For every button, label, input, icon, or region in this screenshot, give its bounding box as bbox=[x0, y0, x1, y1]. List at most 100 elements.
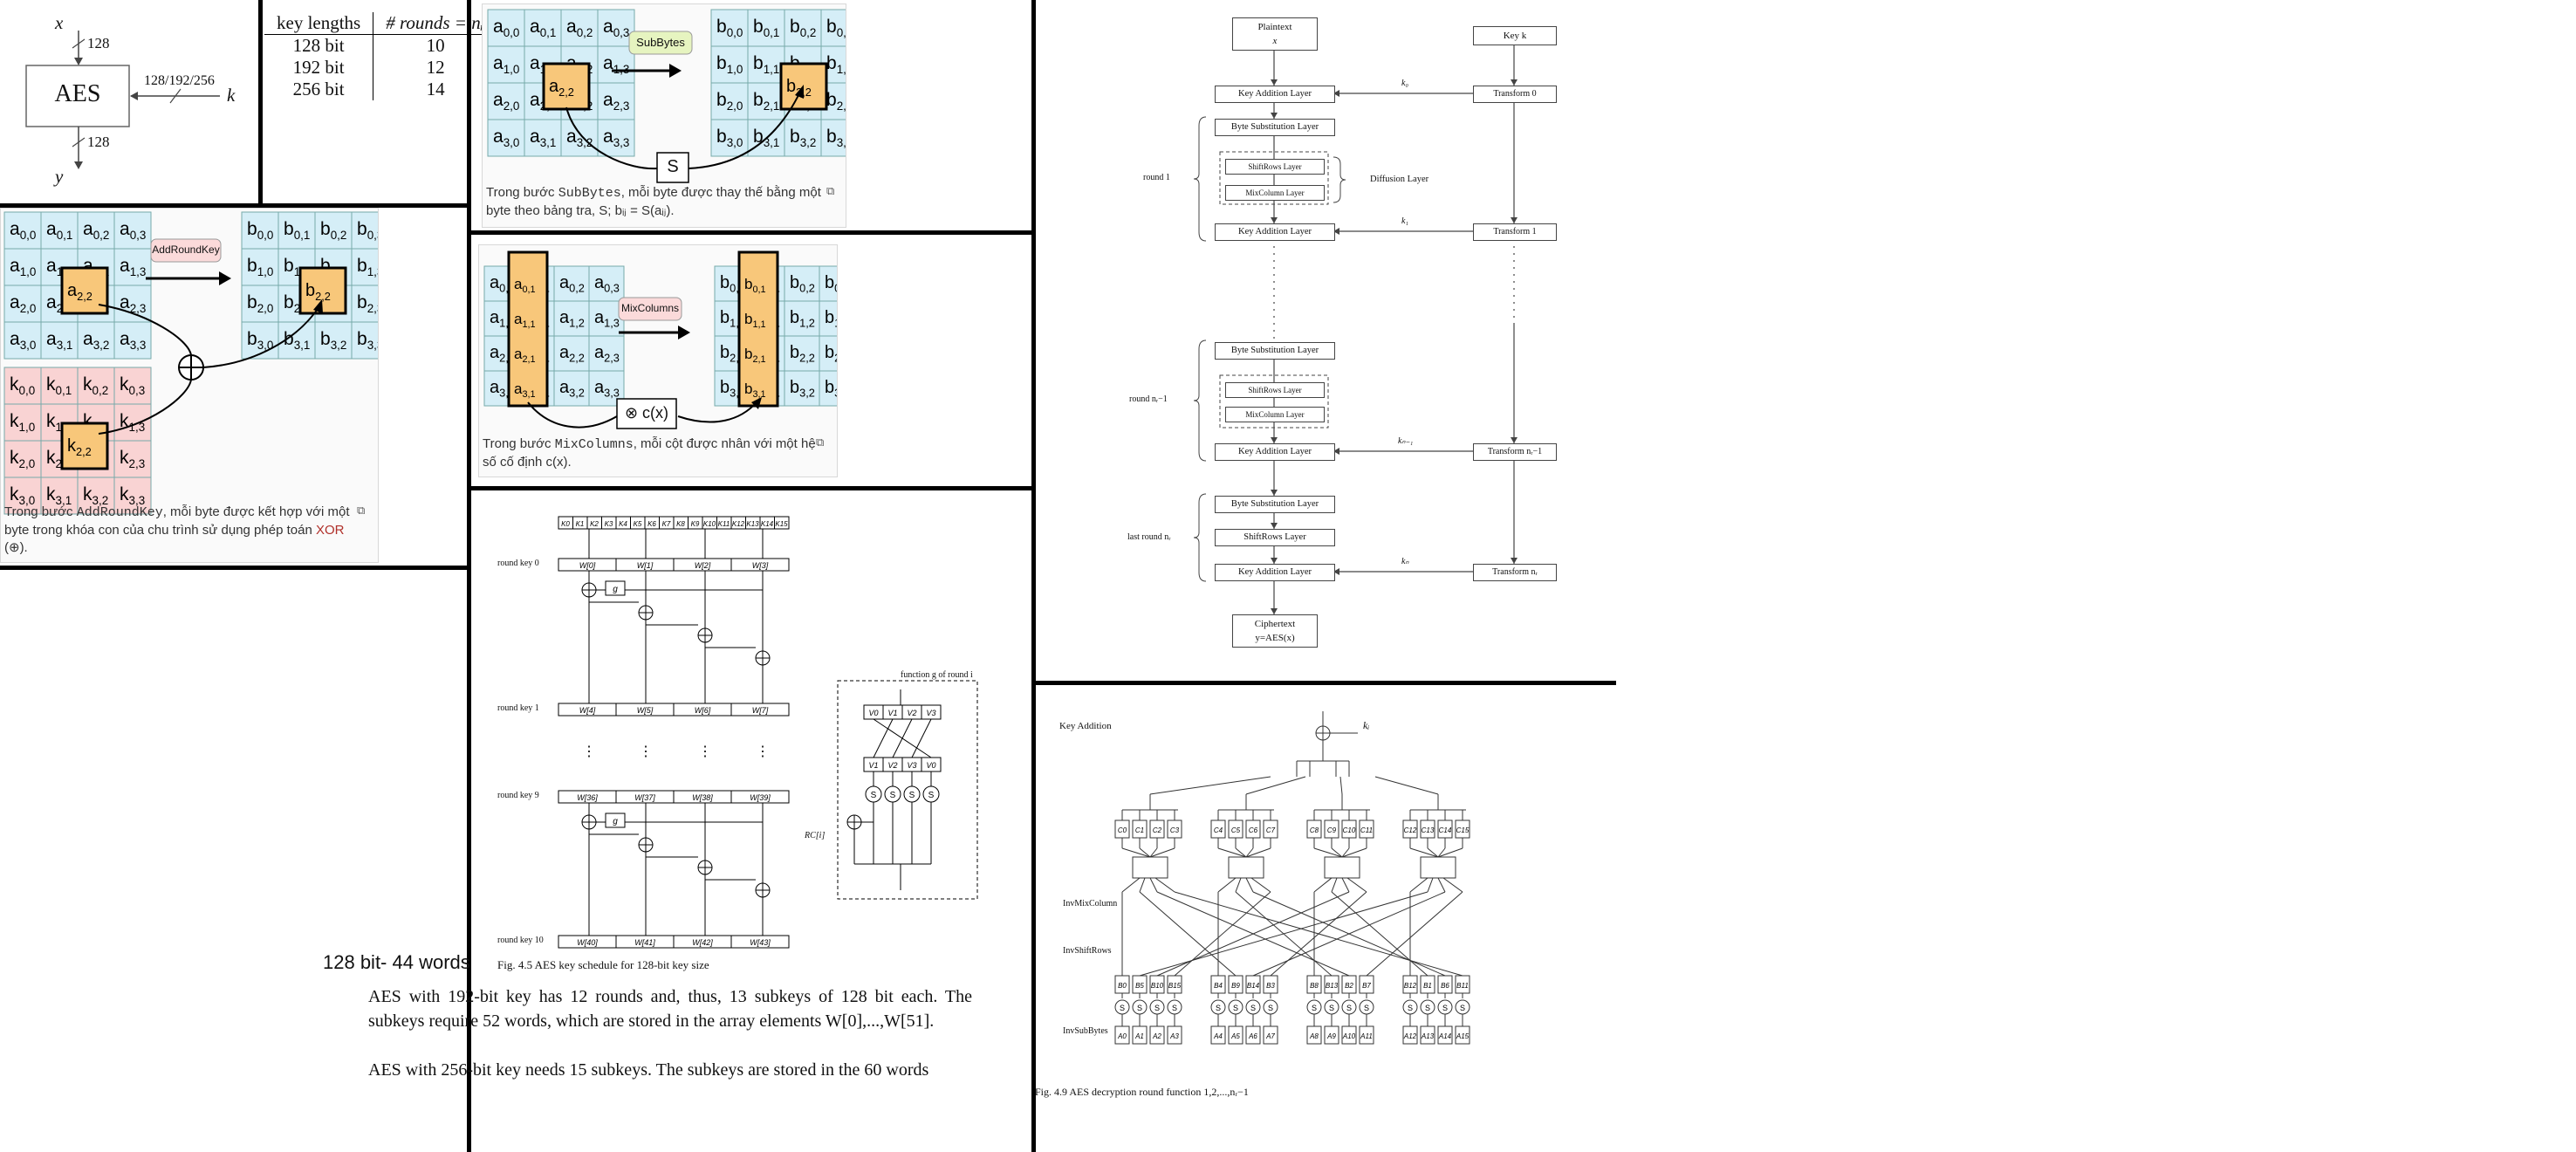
divider-mixcol-bottom bbox=[467, 486, 1034, 490]
note-128-bit: 128 bit- 44 words bbox=[323, 951, 470, 973]
dec-line bbox=[1139, 847, 1151, 858]
mixcolumn-layer: MixColumn Layer bbox=[1225, 185, 1325, 201]
b-label: B7 bbox=[1362, 982, 1371, 990]
matrix-cell bbox=[487, 9, 525, 47]
xor-link[interactable]: XOR bbox=[315, 523, 345, 538]
divider-aes-table bbox=[258, 0, 263, 203]
a-cell bbox=[1402, 1025, 1418, 1045]
word-label: W[0] bbox=[579, 561, 596, 570]
arrow-head bbox=[1511, 79, 1518, 86]
dec-line bbox=[1341, 847, 1367, 858]
matrix-cell bbox=[77, 477, 115, 515]
dec-line bbox=[1139, 891, 1237, 977]
arrow-head bbox=[1511, 437, 1518, 443]
dec-line bbox=[1154, 877, 1175, 893]
matrix-cell bbox=[113, 367, 152, 405]
byte-substitution-layer: Byte Substitution Layer bbox=[1215, 342, 1335, 360]
aes-key-bits: 128/192/256 bbox=[144, 73, 215, 88]
dec-line bbox=[1339, 776, 1343, 795]
g-label: g bbox=[613, 817, 618, 826]
g-label: g bbox=[613, 585, 618, 594]
round-nr-minus-1-label: round nᵣ−1 bbox=[1129, 394, 1168, 404]
word-label: W[4] bbox=[579, 706, 596, 715]
dec-line bbox=[1149, 847, 1175, 858]
matrix-cell bbox=[277, 211, 316, 250]
key-byte-label: K6 bbox=[647, 520, 656, 528]
a-cell bbox=[1306, 1025, 1322, 1045]
expand-icon[interactable]: ⧉ bbox=[826, 184, 835, 197]
divider-subbytes-bottom bbox=[467, 230, 1034, 235]
b-label: B1 bbox=[1423, 982, 1432, 990]
a-cell bbox=[1167, 1025, 1182, 1045]
matrix-cell bbox=[819, 370, 837, 407]
invmix-box bbox=[1228, 856, 1264, 879]
matrix-cell bbox=[40, 367, 79, 405]
dec-line bbox=[1374, 776, 1439, 795]
invsbox-label: S bbox=[1120, 1004, 1125, 1012]
a-label: A0 bbox=[1117, 1032, 1127, 1040]
arrow-head bbox=[1511, 558, 1518, 564]
key-box: Key k bbox=[1473, 26, 1557, 45]
arrow-head bbox=[1333, 568, 1339, 575]
dec-line bbox=[1437, 847, 1446, 858]
matrix-cell bbox=[710, 119, 749, 157]
key-addition-layer: Key Addition Layer bbox=[1215, 223, 1335, 241]
transform-0: Transform 0 bbox=[1473, 86, 1557, 103]
matrix-cell bbox=[784, 119, 822, 157]
a-label: A5 bbox=[1230, 1032, 1240, 1040]
ellipsis-dots: ⋮ bbox=[698, 744, 712, 759]
a-cell bbox=[1132, 1025, 1148, 1045]
connector-line bbox=[911, 718, 932, 758]
key-addition-layer: Key Addition Layer bbox=[1215, 443, 1335, 461]
a-label: A1 bbox=[1134, 1032, 1144, 1040]
a-label: A6 bbox=[1248, 1032, 1257, 1040]
c-label: C6 bbox=[1249, 826, 1258, 834]
matrix-cell bbox=[597, 9, 635, 47]
expand-icon[interactable]: ⧉ bbox=[357, 504, 366, 517]
addroundkey-caption: Trong bước AddRoundKey, mỗi byte được kế… bbox=[4, 504, 350, 555]
dec-line bbox=[1313, 847, 1343, 858]
matrix-cell-label: b1,2 bbox=[790, 308, 815, 330]
word-label: W[40] bbox=[577, 938, 598, 947]
knm1-label: kₙ₋₁ bbox=[1398, 436, 1414, 446]
subbytes-state-a: a0,0a0,1a0,2a0,3a1,0a1,1a1,2a1,3a2,0a2,1… bbox=[487, 9, 635, 157]
arrow-head bbox=[1271, 523, 1278, 529]
a-label: A14 bbox=[1438, 1032, 1452, 1040]
last-round-label: last round nᵣ bbox=[1127, 532, 1171, 542]
matrix-cell bbox=[351, 285, 378, 323]
matrix-cell-label: b0,1 bbox=[284, 219, 310, 242]
a-cell bbox=[1245, 1025, 1261, 1045]
g-function-label: function g of round i bbox=[901, 670, 973, 680]
dec-line bbox=[1245, 776, 1306, 795]
key-addition-layer: Key Addition Layer bbox=[1215, 564, 1335, 581]
v-label: V2 bbox=[907, 709, 916, 717]
invsbox-label: S bbox=[1364, 1004, 1369, 1012]
mixcolumns-cx-label: ⊗ c(x) bbox=[624, 404, 669, 422]
matrix-cell-label: b3,3 bbox=[825, 378, 837, 400]
invsbox-label: S bbox=[1346, 1004, 1352, 1012]
a-cell bbox=[1210, 1025, 1226, 1045]
last-round-brace bbox=[1193, 493, 1207, 582]
subbytes-sbox-label: S bbox=[667, 157, 679, 176]
invsbox-label: S bbox=[1268, 1004, 1273, 1012]
matrix-cell bbox=[710, 45, 749, 84]
divider-top-left bbox=[0, 203, 469, 208]
dec-line bbox=[1427, 847, 1439, 858]
arrow-head bbox=[1271, 79, 1278, 86]
a-label: A9 bbox=[1326, 1032, 1336, 1040]
invsbox-label: S bbox=[1329, 1004, 1334, 1012]
sbox-label: S bbox=[871, 791, 877, 800]
c-label: C8 bbox=[1310, 826, 1319, 834]
c-label: C13 bbox=[1422, 826, 1435, 834]
a-cell bbox=[1114, 1025, 1130, 1045]
invsbox-label: S bbox=[1408, 1004, 1413, 1012]
dec-line bbox=[1270, 891, 1367, 977]
connector-line bbox=[873, 718, 894, 758]
invmix-box bbox=[1324, 856, 1360, 879]
invsbox-label: S bbox=[1137, 1004, 1142, 1012]
expand-icon[interactable]: ⧉ bbox=[816, 435, 825, 449]
matrix-cell-label: b1,3 bbox=[825, 308, 837, 330]
a-label: A2 bbox=[1152, 1032, 1161, 1040]
paragraph-256: AES with 256-bit key needs 15 subkeys. T… bbox=[368, 1060, 929, 1080]
subbytes-op-label: SubBytes bbox=[636, 36, 685, 49]
